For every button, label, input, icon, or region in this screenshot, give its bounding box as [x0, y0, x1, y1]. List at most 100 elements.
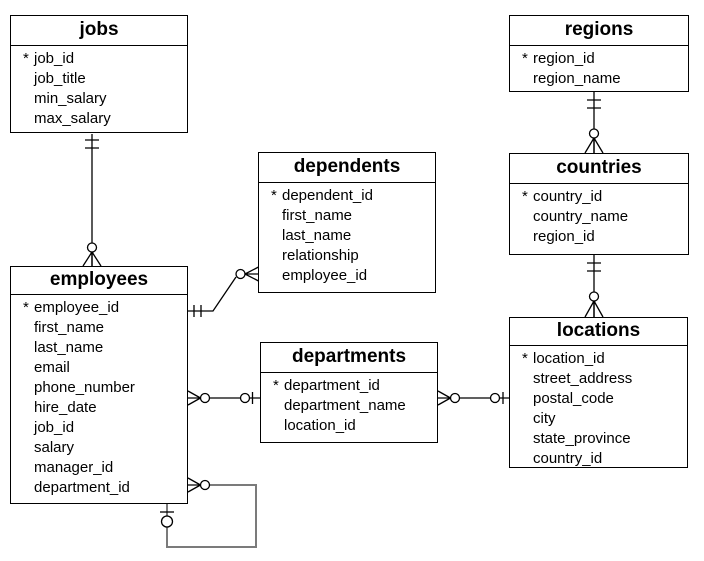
field-row: max_salary: [11, 109, 187, 129]
field-row: postal_code: [510, 389, 687, 409]
field-row: min_salary: [11, 89, 187, 109]
field-name: job_title: [34, 70, 86, 87]
field-row: street_address: [510, 369, 687, 389]
field-row: manager_id: [11, 458, 187, 478]
connector-employees-self: [160, 477, 257, 548]
field-name: salary: [34, 439, 75, 456]
connector-locations-departments: [437, 390, 509, 406]
field-name: min_salary: [34, 90, 107, 107]
field-name: hire_date: [34, 399, 97, 416]
table-dependents-title: dependents: [259, 153, 435, 183]
pk-marker: *: [522, 50, 528, 67]
field-name: employee_id: [34, 299, 120, 316]
zero-or-many-icon: [187, 390, 211, 406]
connector-jobs-employees: [82, 134, 102, 267]
field-name: department_id: [34, 479, 130, 496]
table-departments-fields: * department_id department_name location_…: [261, 373, 437, 436]
field-name: first_name: [282, 207, 353, 224]
zero-or-one-icon: [160, 511, 174, 528]
field-row: * job_id: [11, 49, 187, 69]
field-row: job_id: [11, 418, 187, 438]
field-name: email: [34, 359, 70, 376]
table-jobs: jobs * job_id job_title min_salary max_sa…: [10, 15, 188, 133]
zero-or-one-icon: [239, 392, 254, 404]
field-row: phone_number: [11, 378, 187, 398]
connector-regions-countries: [584, 92, 604, 154]
table-employees: employees * employee_id first_name last_n…: [10, 266, 188, 504]
field-row: last_name: [11, 338, 187, 358]
field-row: job_title: [11, 69, 187, 89]
field-name: region_id: [533, 228, 595, 245]
table-departments: departments * department_id department_na…: [260, 342, 438, 443]
field-row: first_name: [259, 206, 435, 226]
field-row: * region_id: [510, 49, 688, 69]
field-row: state_province: [510, 429, 687, 449]
relationship-line: [187, 276, 237, 312]
one-mandatory-icon: [85, 139, 99, 149]
table-countries-fields: * country_id country_name region_id: [510, 184, 688, 247]
field-row: country_name: [510, 207, 688, 227]
field-name: job_id: [34, 419, 75, 436]
field-row: * country_id: [510, 187, 688, 207]
connector-employees-dependents: [187, 266, 259, 317]
field-name: department_id: [284, 377, 380, 394]
field-name: state_province: [533, 430, 631, 447]
field-name: job_id: [34, 50, 75, 67]
field-name: country_id: [533, 188, 603, 205]
zero-or-many-icon: [187, 477, 211, 493]
field-name: relationship: [282, 247, 359, 264]
table-locations: locations *location_id street_address po…: [509, 317, 688, 468]
pk-marker: *: [23, 50, 29, 67]
pk-marker: *: [522, 188, 528, 205]
zero-or-many-icon: [584, 291, 604, 318]
pk-marker: *: [273, 377, 279, 394]
field-row: * department_id: [261, 376, 437, 396]
field-row: region_name: [510, 69, 688, 89]
table-regions-fields: * region_id region_name: [510, 46, 688, 89]
field-row: relationship: [259, 246, 435, 266]
field-name: postal_code: [533, 390, 614, 407]
field-row: *dependent_id: [259, 186, 435, 206]
field-name: max_salary: [34, 110, 111, 127]
one-mandatory-icon: [193, 305, 202, 317]
connector-departments-employees: [187, 390, 260, 406]
field-row: department_id: [11, 478, 187, 498]
field-name: first_name: [34, 319, 105, 336]
field-row: city: [510, 409, 687, 429]
field-name: city: [533, 410, 556, 427]
field-name: country_name: [533, 208, 629, 225]
pk-marker: *: [23, 299, 29, 316]
table-dependents-fields: *dependent_id first_name last_name relat…: [259, 183, 435, 286]
field-name: department_name: [284, 397, 406, 414]
connector-countries-locations: [584, 255, 604, 318]
field-name: last_name: [282, 227, 352, 244]
table-departments-title: departments: [261, 343, 437, 373]
field-row: country_id: [510, 449, 687, 469]
field-name: employee_id: [282, 267, 368, 284]
field-row: region_id: [510, 227, 688, 247]
field-row: * employee_id: [11, 298, 187, 318]
field-row: last_name: [259, 226, 435, 246]
zero-or-one-icon: [489, 392, 504, 404]
table-jobs-title: jobs: [11, 16, 187, 46]
field-row: email: [11, 358, 187, 378]
zero-or-many-icon: [584, 128, 604, 154]
field-name: street_address: [533, 370, 633, 387]
field-name: country_id: [533, 450, 603, 467]
field-row: hire_date: [11, 398, 187, 418]
table-jobs-fields: * job_id job_title min_salary max_salary: [11, 46, 187, 129]
table-locations-title: locations: [510, 318, 687, 346]
table-regions-title: regions: [510, 16, 688, 46]
field-name: location_id: [533, 350, 605, 367]
field-name: region_id: [533, 50, 595, 67]
field-row: location_id: [261, 416, 437, 436]
field-name: last_name: [34, 339, 104, 356]
field-name: manager_id: [34, 459, 114, 476]
field-name: phone_number: [34, 379, 135, 396]
zero-or-many-icon: [437, 390, 461, 406]
field-row: department_name: [261, 396, 437, 416]
table-countries: countries *country_id country_name regio…: [509, 153, 689, 255]
table-employees-title: employees: [11, 267, 187, 295]
zero-or-many-icon: [82, 242, 102, 267]
